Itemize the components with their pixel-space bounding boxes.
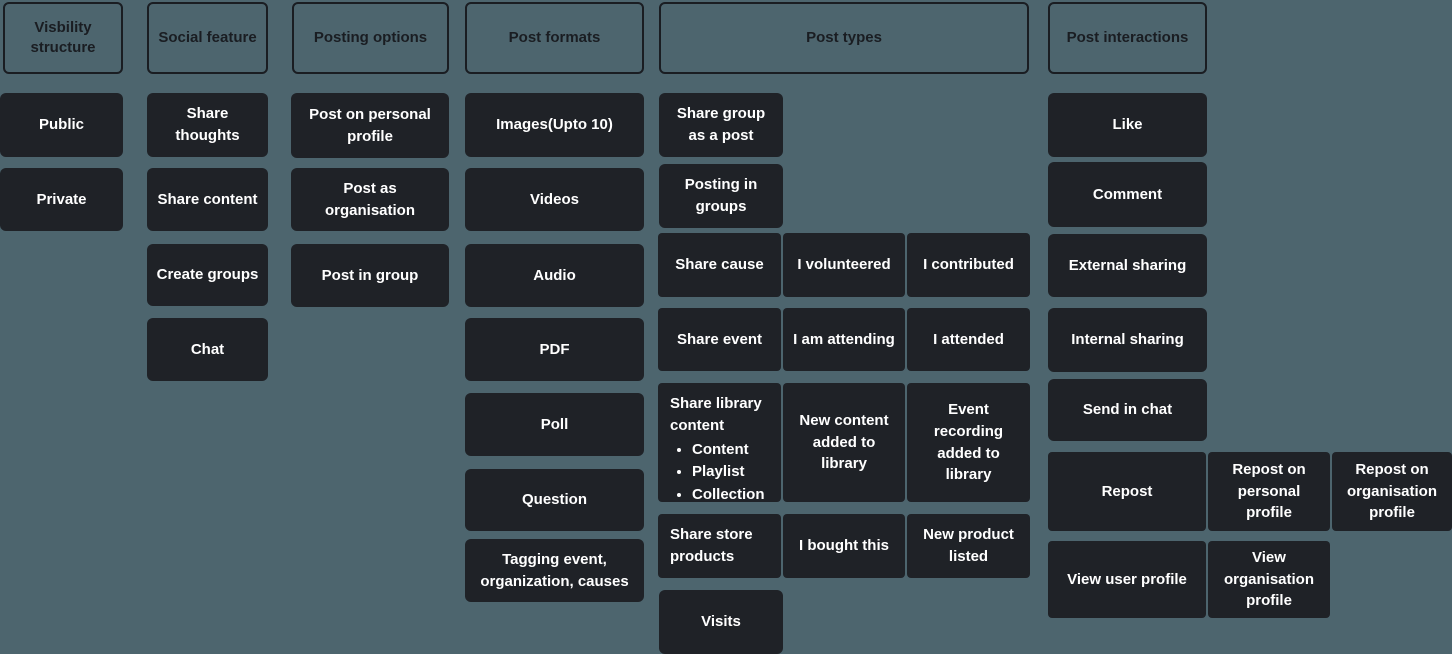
- node-pdf: PDF: [465, 318, 644, 381]
- node-tagging: Tagging event, organization, causes: [465, 539, 644, 602]
- node-chat: Chat: [147, 318, 268, 381]
- node-send-in-chat: Send in chat: [1048, 379, 1207, 441]
- header-visibility-structure: Visbility structure: [3, 2, 123, 74]
- node-internal-sharing: Internal sharing: [1048, 308, 1207, 372]
- node-share-content: Share content: [147, 168, 268, 231]
- header-posting-options: Posting options: [292, 2, 449, 74]
- node-share-thoughts: Share thoughts: [147, 93, 268, 157]
- node-repost: Repost: [1048, 452, 1206, 531]
- header-post-interactions: Post interactions: [1048, 2, 1207, 74]
- node-public: Public: [0, 93, 123, 157]
- node-share-event: Share event: [658, 308, 781, 371]
- node-create-groups: Create groups: [147, 244, 268, 306]
- node-question: Question: [465, 469, 644, 531]
- row-share-store: Share store products I bought this New p…: [658, 514, 1030, 578]
- node-posting-in-groups: Posting in groups: [659, 164, 783, 228]
- node-post-as-organisation: Post as organisation: [291, 168, 449, 231]
- node-poll: Poll: [465, 393, 644, 456]
- node-i-contributed: I contributed: [907, 233, 1030, 297]
- header-post-types: Post types: [659, 2, 1029, 74]
- header-post-formats: Post formats: [465, 2, 644, 74]
- node-i-am-attending: I am attending: [783, 308, 905, 371]
- node-like: Like: [1048, 93, 1207, 157]
- node-repost-organisation-profile: Repost on organisation profile: [1332, 452, 1452, 531]
- node-private: Private: [0, 168, 123, 231]
- node-i-volunteered: I volunteered: [783, 233, 905, 297]
- node-videos: Videos: [465, 168, 644, 231]
- bullet-playlist: Playlist: [692, 461, 775, 483]
- node-comment: Comment: [1048, 162, 1207, 227]
- row-share-cause: Share cause I volunteered I contributed: [658, 233, 1030, 297]
- node-i-bought-this: I bought this: [783, 514, 905, 578]
- row-share-library: Share library content Content Playlist C…: [658, 383, 1030, 503]
- node-view-user-profile: View user profile: [1048, 541, 1206, 618]
- node-i-attended: I attended: [907, 308, 1030, 371]
- bullet-content: Content: [692, 439, 775, 461]
- node-repost-personal-profile: Repost on personal profile: [1208, 452, 1330, 531]
- node-share-group-as-post: Share group as a post: [659, 93, 783, 157]
- node-view-organisation-profile: View organisation profile: [1208, 541, 1330, 618]
- node-audio: Audio: [465, 244, 644, 307]
- node-new-content-added: New content added to library: [783, 383, 905, 502]
- node-post-in-group: Post in group: [291, 244, 449, 307]
- node-share-library-content: Share library content Content Playlist C…: [658, 383, 781, 503]
- node-new-product-listed: New product listed: [907, 514, 1030, 578]
- node-event-recording-added: Event recording added to library: [907, 383, 1030, 502]
- row-share-event: Share event I am attending I attended: [658, 308, 1030, 371]
- node-share-store-products: Share store products: [658, 514, 781, 578]
- share-library-title: Share library content: [670, 395, 762, 434]
- header-social-feature: Social feature: [147, 2, 268, 74]
- row-view-profile: View user profile View organisation prof…: [1048, 541, 1330, 618]
- node-post-personal-profile: Post on personal profile: [291, 93, 449, 158]
- node-external-sharing: External sharing: [1048, 234, 1207, 297]
- bullet-collection: Collection: [692, 484, 775, 506]
- node-visits: Visits: [659, 590, 783, 654]
- row-repost: Repost Repost on personal profile Repost…: [1048, 452, 1452, 531]
- share-library-bullets: Content Playlist Collection: [670, 439, 775, 506]
- node-images: Images(Upto 10): [465, 93, 644, 157]
- node-share-cause: Share cause: [658, 233, 781, 297]
